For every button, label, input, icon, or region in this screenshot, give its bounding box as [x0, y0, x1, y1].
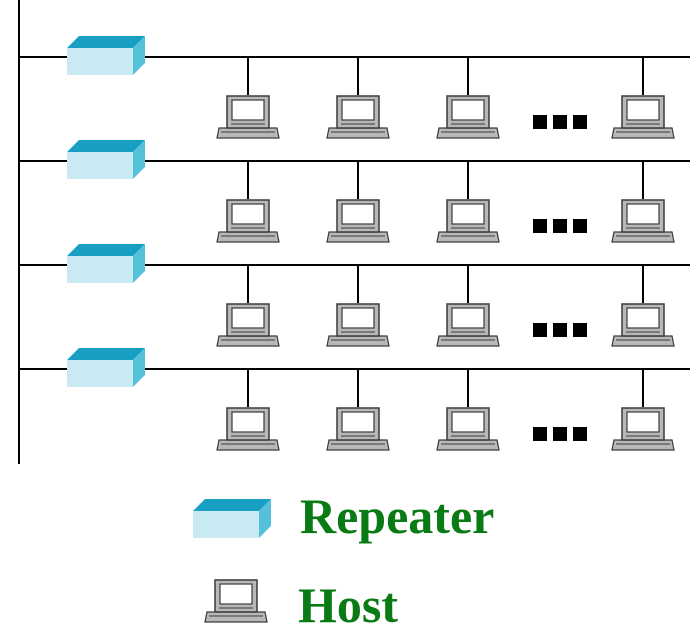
host-icon [326, 303, 390, 347]
host-icon [436, 303, 500, 347]
host-icon [216, 407, 280, 451]
host-icon [216, 199, 280, 243]
host-icon [611, 303, 675, 347]
host-icon [326, 199, 390, 243]
host-icon [436, 199, 500, 243]
host-icon [611, 199, 675, 243]
host-icon [326, 95, 390, 139]
repeater-icon [67, 244, 145, 283]
legend-host-icon [204, 579, 268, 623]
ellipsis-icon [533, 427, 587, 441]
segment-1 [19, 36, 690, 139]
host-icon [611, 95, 675, 139]
repeater-icon [67, 36, 145, 75]
repeater-icon [67, 348, 145, 387]
host-icon [436, 95, 500, 139]
ellipsis-icon [533, 323, 587, 337]
repeater-icon [67, 140, 145, 179]
host-icon [436, 407, 500, 451]
host-icon [216, 95, 280, 139]
segment-2 [19, 140, 690, 243]
segment-4 [19, 348, 690, 451]
legend-host-label: Host [298, 577, 398, 633]
host-icon [326, 407, 390, 451]
segment-3 [19, 244, 690, 347]
host-icon [216, 303, 280, 347]
ellipsis-icon [533, 115, 587, 129]
legend-repeater-label: Repeater [300, 488, 495, 544]
ellipsis-icon [533, 219, 587, 233]
legend-repeater-icon [193, 499, 271, 538]
host-icon [611, 407, 675, 451]
